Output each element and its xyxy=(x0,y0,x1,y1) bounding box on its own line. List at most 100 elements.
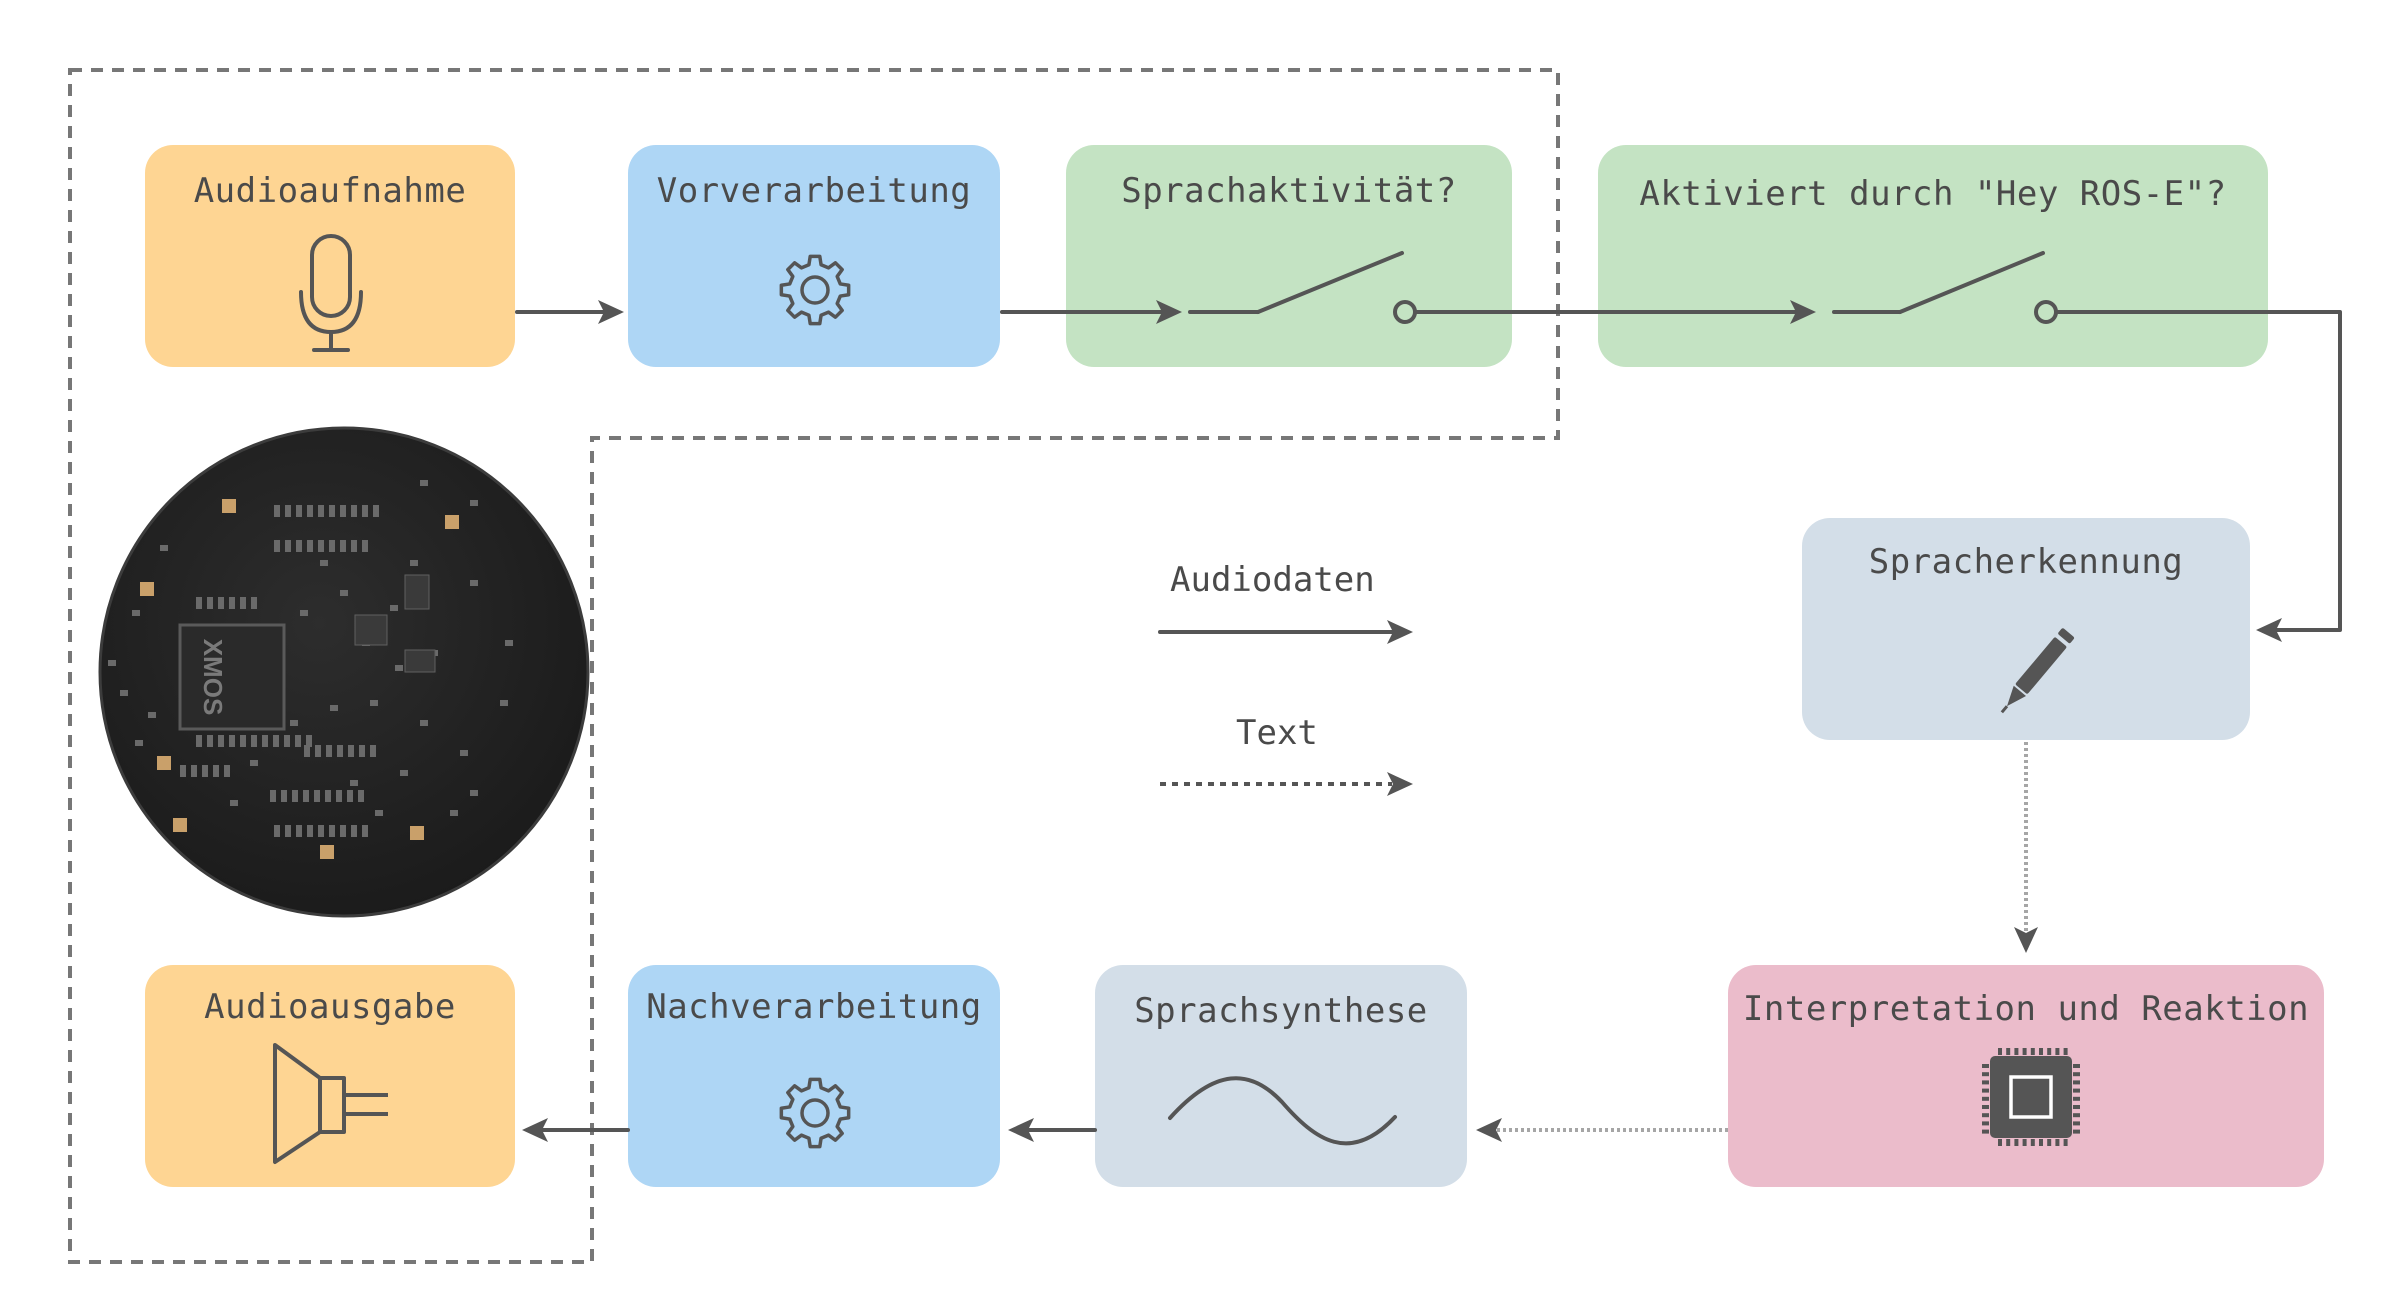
arrow-wakeword-spracherkennung xyxy=(2045,310,2342,632)
board-component xyxy=(284,735,290,747)
board-component xyxy=(362,540,368,552)
box-audioausgabe-label: Audioausgabe xyxy=(204,987,456,1027)
board-component xyxy=(296,540,302,552)
arrowhead-2 xyxy=(1156,300,1182,324)
arrowhead-8 xyxy=(1476,1118,1502,1142)
chip-pin xyxy=(1982,1064,1989,1068)
board-component xyxy=(470,790,478,796)
board-component xyxy=(337,745,343,757)
xmos-chip-label: XMOS xyxy=(198,639,228,716)
chip-pin xyxy=(2039,1048,2043,1055)
microphone-array-board: XMOS xyxy=(98,426,590,918)
legend-text-arrowhead xyxy=(1387,772,1413,796)
microphone-pad xyxy=(410,826,424,840)
arrowhead-1 xyxy=(598,300,624,324)
chip-pin xyxy=(1982,1088,1989,1093)
board-component xyxy=(296,505,302,517)
chip-pin xyxy=(1982,1129,1989,1134)
chip-pin xyxy=(1982,1105,1989,1109)
arrowhead-3 xyxy=(1790,300,1816,324)
arrowhead-7 xyxy=(2014,927,2038,953)
board-component xyxy=(318,825,324,837)
board-component xyxy=(505,640,513,646)
board-component xyxy=(329,505,335,517)
chip-pin xyxy=(2022,1139,2027,1146)
board-component xyxy=(420,480,428,486)
legend-text-label: Text xyxy=(1236,713,1318,753)
chip-pin xyxy=(2073,1096,2080,1101)
board-component xyxy=(290,720,298,726)
board-component xyxy=(281,790,287,802)
chip-pin xyxy=(2047,1139,2052,1146)
gear-icon xyxy=(779,1077,851,1149)
board-component xyxy=(196,735,202,747)
microphone-pad xyxy=(173,818,187,832)
board-component xyxy=(450,810,458,816)
legend-audio-label: Audiodaten xyxy=(1170,560,1375,600)
board-component xyxy=(347,790,353,802)
chip-pin xyxy=(2073,1080,2080,1085)
board-component xyxy=(318,540,324,552)
board-component xyxy=(292,790,298,802)
board-component xyxy=(295,735,301,747)
board-component xyxy=(307,540,313,552)
board-component xyxy=(351,825,357,837)
board-component xyxy=(229,597,235,609)
chip-pin xyxy=(1998,1048,2002,1055)
board-component xyxy=(108,660,116,666)
board-component xyxy=(274,540,280,552)
arrowhead-6 xyxy=(1008,1118,1034,1142)
board-component xyxy=(250,760,258,766)
board-component xyxy=(470,580,478,586)
chip-pin xyxy=(2047,1048,2052,1055)
chip-pin xyxy=(2055,1048,2060,1055)
board-component xyxy=(460,750,468,756)
board-component xyxy=(340,505,346,517)
chip-pin xyxy=(2055,1139,2060,1146)
switch-icon xyxy=(1188,251,1417,324)
board-component xyxy=(340,825,346,837)
chip-pin xyxy=(2073,1105,2080,1109)
board-component xyxy=(296,825,302,837)
board-component xyxy=(362,505,368,517)
chip-pin xyxy=(2030,1139,2035,1146)
board-component xyxy=(326,745,332,757)
chip-pin xyxy=(1982,1121,1989,1126)
board-component xyxy=(358,790,364,802)
pen-icon xyxy=(2000,628,2075,714)
board-component xyxy=(218,735,224,747)
chip-pin xyxy=(1982,1072,1989,1077)
microphone-pad xyxy=(445,515,459,529)
gear-icon xyxy=(779,254,851,326)
board-component xyxy=(274,505,280,517)
board-component xyxy=(340,590,348,596)
board-chip xyxy=(404,574,430,610)
board-component xyxy=(330,705,338,711)
chip-pin xyxy=(2039,1139,2043,1146)
board-component xyxy=(180,765,186,777)
board-component xyxy=(191,765,197,777)
board-component xyxy=(285,540,291,552)
board-component xyxy=(207,735,213,747)
board-component xyxy=(329,825,335,837)
microphone-icon xyxy=(299,234,363,352)
board-component xyxy=(370,745,376,757)
chip-pin xyxy=(2073,1072,2080,1077)
board-component xyxy=(348,745,354,757)
board-component xyxy=(390,605,398,611)
board-component xyxy=(218,597,224,609)
board-component xyxy=(240,735,246,747)
board-component xyxy=(240,597,246,609)
board-component xyxy=(251,735,257,747)
board-component xyxy=(314,790,320,802)
microphone-pad xyxy=(157,756,171,770)
board-component xyxy=(274,825,280,837)
box-wakeword: Aktiviert durch "Hey ROS-E"? xyxy=(1598,145,2268,367)
microphone-pad xyxy=(222,499,236,513)
chip-pin xyxy=(2014,1139,2019,1146)
arrowhead-5 xyxy=(522,1118,548,1142)
board-component xyxy=(329,540,335,552)
board-component xyxy=(251,597,257,609)
board-component xyxy=(132,610,140,616)
